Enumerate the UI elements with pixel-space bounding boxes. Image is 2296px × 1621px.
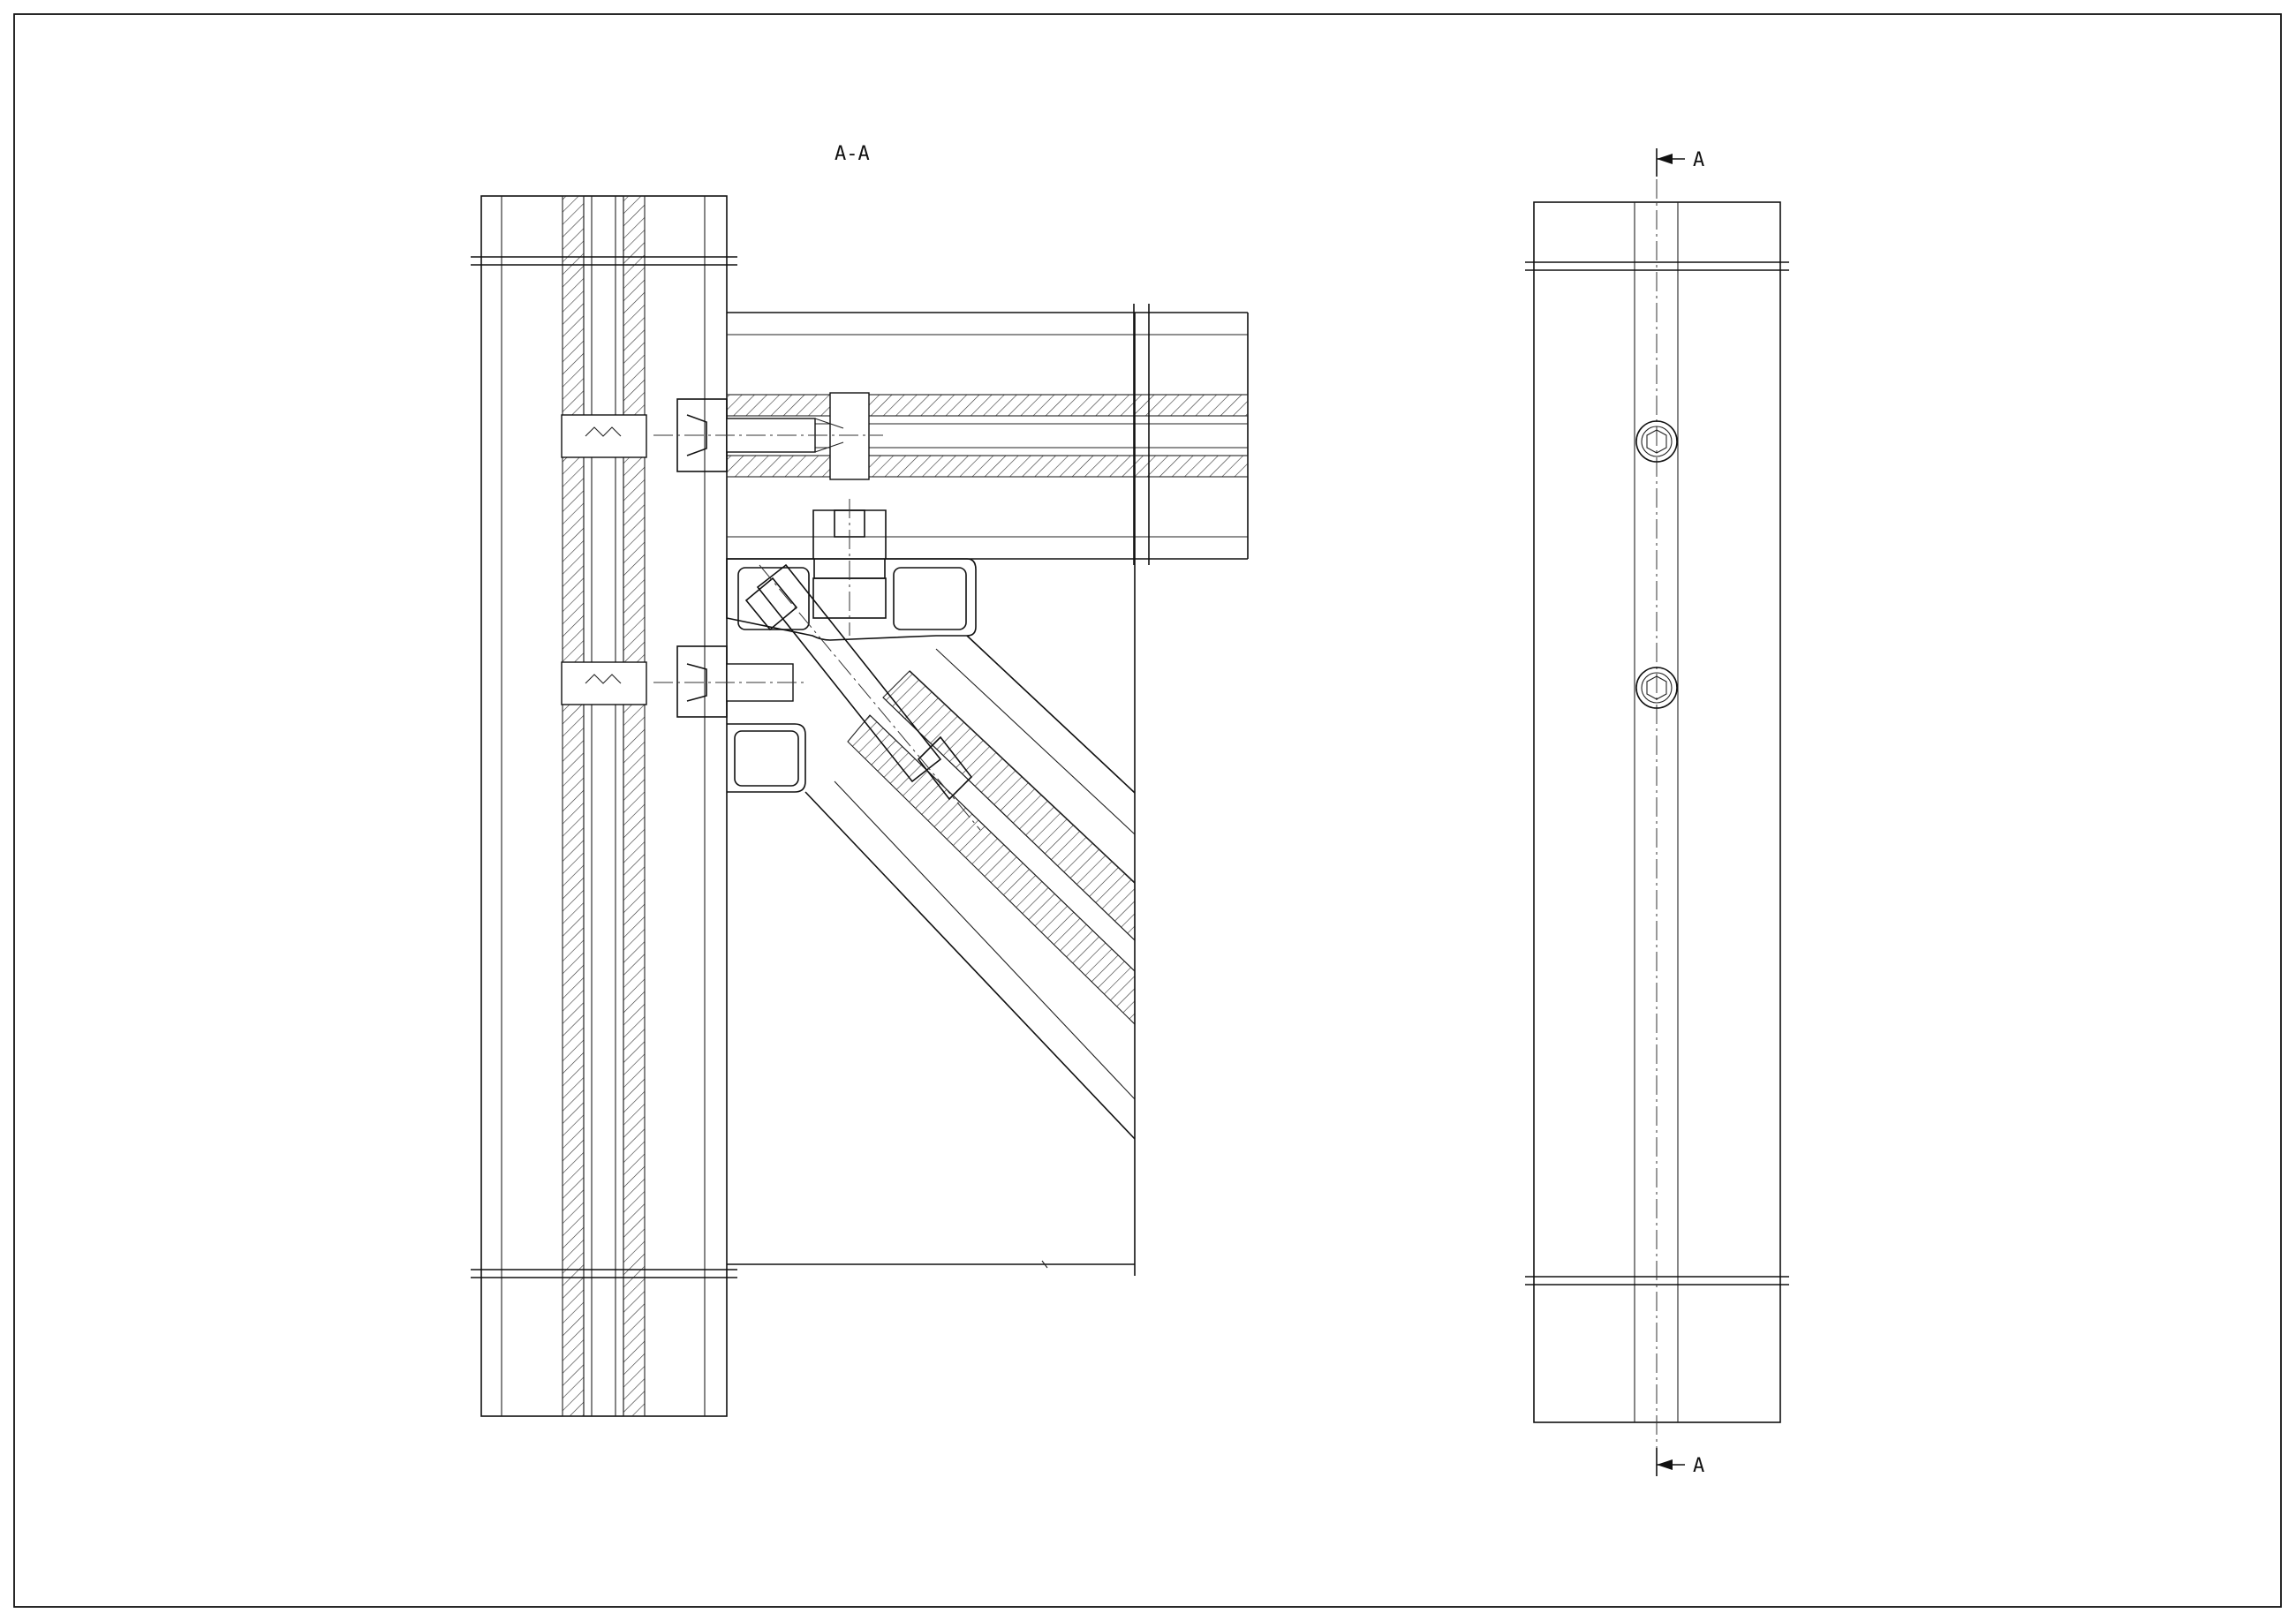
corner-connector bbox=[726, 558, 977, 793]
horizontal-profile bbox=[726, 304, 1249, 565]
vertical-profile bbox=[471, 195, 737, 1417]
section-marker-bottom: A bbox=[1656, 1448, 1704, 1477]
diagonal-brace bbox=[727, 313, 1136, 1276]
section-marker-top: A bbox=[1656, 148, 1704, 177]
bolt-head-lower bbox=[1635, 667, 1678, 709]
diagonal-bolt bbox=[744, 563, 981, 831]
bolt-upper bbox=[653, 398, 883, 472]
section-marker-bottom-label: A bbox=[1693, 1455, 1704, 1477]
section-title: A-A bbox=[835, 143, 870, 165]
sheet-border bbox=[13, 13, 2282, 1608]
side-view: A A bbox=[1525, 148, 1789, 1477]
section-view-a-a: A-A bbox=[471, 143, 1249, 1417]
bolt-lower bbox=[653, 645, 808, 718]
section-marker-top-label: A bbox=[1693, 149, 1704, 171]
t-bolt-vertical bbox=[812, 499, 887, 636]
bolt-head-upper bbox=[1635, 420, 1678, 463]
